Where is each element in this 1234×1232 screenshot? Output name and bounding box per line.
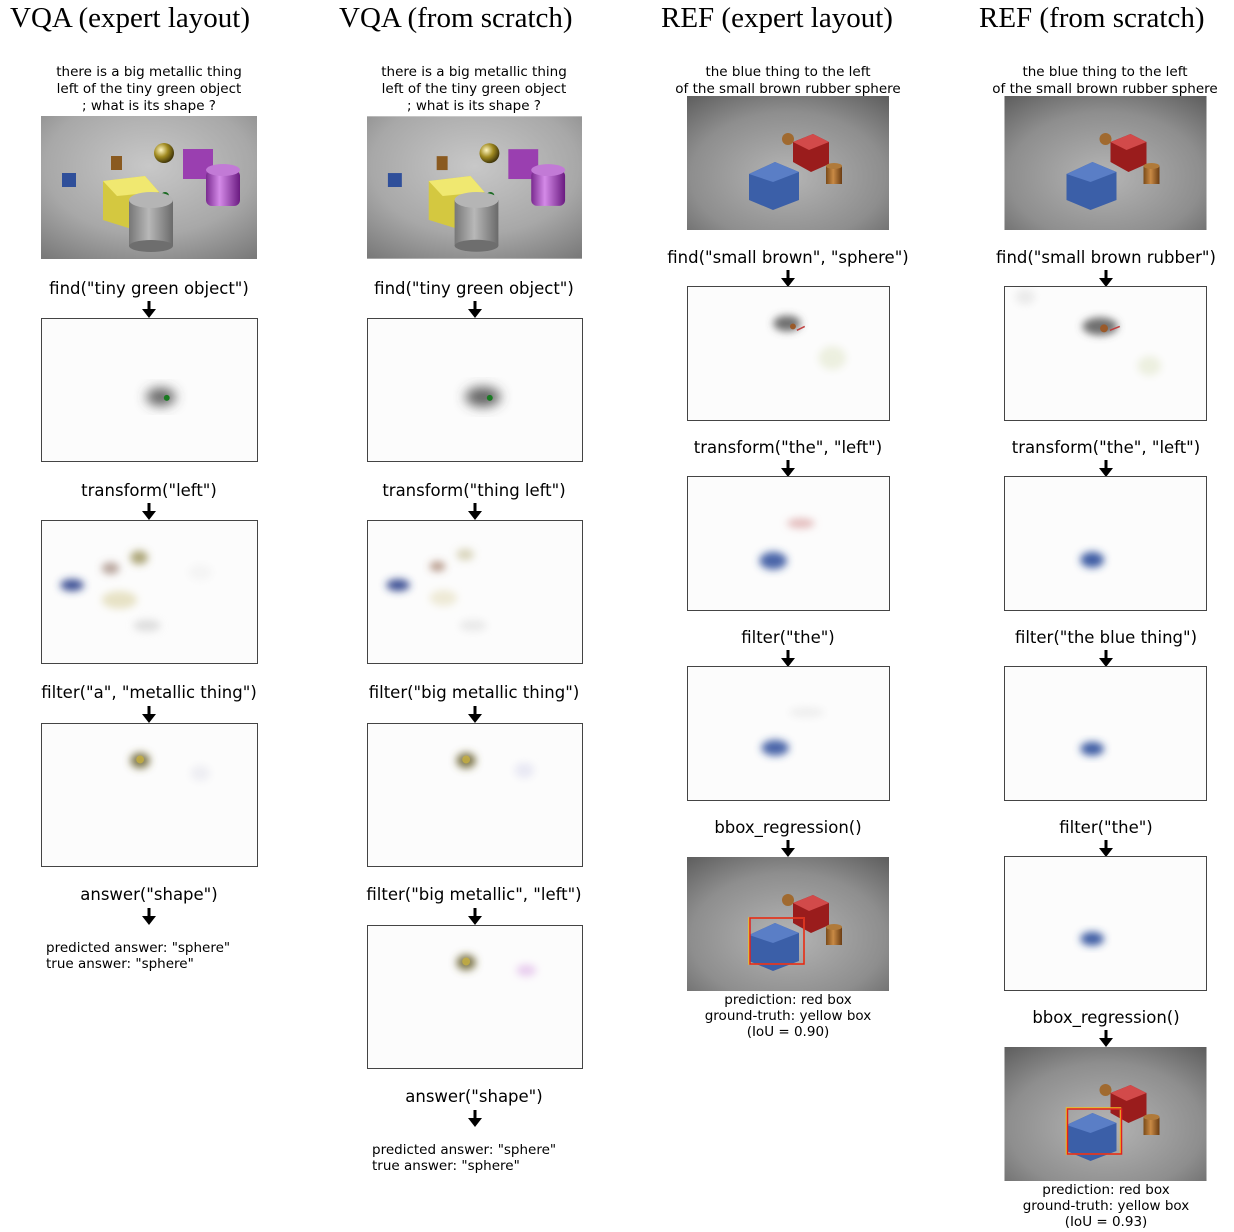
module-label: bbox_regression() — [714, 818, 862, 837]
module-label: filter("the") — [741, 628, 835, 647]
module-label: transform("the", "left") — [693, 438, 883, 457]
module-label: find("tiny green object") — [49, 279, 249, 298]
module-label: find("tiny green object") — [374, 279, 574, 298]
scene-image — [1004, 96, 1207, 230]
attention-map — [687, 476, 890, 611]
attention-map — [687, 286, 890, 421]
attention-map — [367, 318, 583, 462]
down-arrow-icon — [468, 301, 482, 318]
down-arrow-icon — [781, 650, 795, 667]
down-arrow-icon — [1099, 1030, 1113, 1047]
down-arrow-icon — [468, 1110, 482, 1127]
module-label: filter("the blue thing") — [1014, 628, 1198, 647]
down-arrow-icon — [1099, 840, 1113, 857]
module-label: filter("big metallic", "left") — [366, 885, 582, 904]
attention-map — [1004, 476, 1207, 611]
attention-map — [687, 666, 890, 801]
scene-image — [367, 116, 582, 259]
down-arrow-icon — [1099, 650, 1113, 667]
column-title: REF (expert layout) — [661, 2, 893, 34]
attention-map — [1004, 666, 1207, 801]
module-label: transform("the", "left") — [1011, 438, 1201, 457]
attention-map — [367, 520, 583, 664]
module-label: filter("a", "metallic thing") — [41, 683, 257, 702]
down-arrow-icon — [142, 706, 156, 723]
module-label: find("small brown rubber") — [996, 248, 1216, 267]
module-label: transform("thing left") — [382, 481, 566, 500]
module-label: filter("the") — [1059, 818, 1153, 837]
down-arrow-icon — [781, 840, 795, 857]
attention-map — [367, 925, 583, 1069]
down-arrow-icon — [781, 270, 795, 287]
down-arrow-icon — [468, 908, 482, 925]
down-arrow-icon — [142, 503, 156, 520]
attention-map — [367, 723, 583, 867]
module-label: filter("big metallic thing") — [368, 683, 580, 702]
attention-map — [41, 520, 258, 664]
down-arrow-icon — [781, 460, 795, 477]
attention-map — [1004, 286, 1207, 421]
down-arrow-icon — [1099, 460, 1113, 477]
down-arrow-icon — [142, 908, 156, 925]
result-text: predicted answer: "sphere"true answer: "… — [372, 1142, 557, 1174]
column-title: VQA (from scratch) — [339, 2, 573, 34]
down-arrow-icon — [142, 301, 156, 318]
column-title: VQA (expert layout) — [10, 2, 250, 34]
attention-map — [41, 723, 258, 867]
scene-image — [41, 116, 257, 259]
module-label: answer("shape") — [405, 1087, 543, 1106]
scene-image — [687, 96, 889, 230]
attention-map — [41, 318, 258, 462]
module-label: transform("left") — [81, 481, 217, 500]
down-arrow-icon — [468, 706, 482, 723]
column-title: REF (from scratch) — [979, 2, 1205, 34]
attention-map — [1004, 856, 1207, 991]
scene-image — [1004, 1047, 1207, 1181]
scene-image — [687, 857, 889, 991]
module-label: bbox_regression() — [1032, 1008, 1180, 1027]
module-label: answer("shape") — [80, 885, 218, 904]
down-arrow-icon — [1099, 270, 1113, 287]
down-arrow-icon — [468, 503, 482, 520]
result-text: predicted answer: "sphere"true answer: "… — [46, 940, 231, 972]
module-label: find("small brown", "sphere") — [667, 248, 909, 267]
